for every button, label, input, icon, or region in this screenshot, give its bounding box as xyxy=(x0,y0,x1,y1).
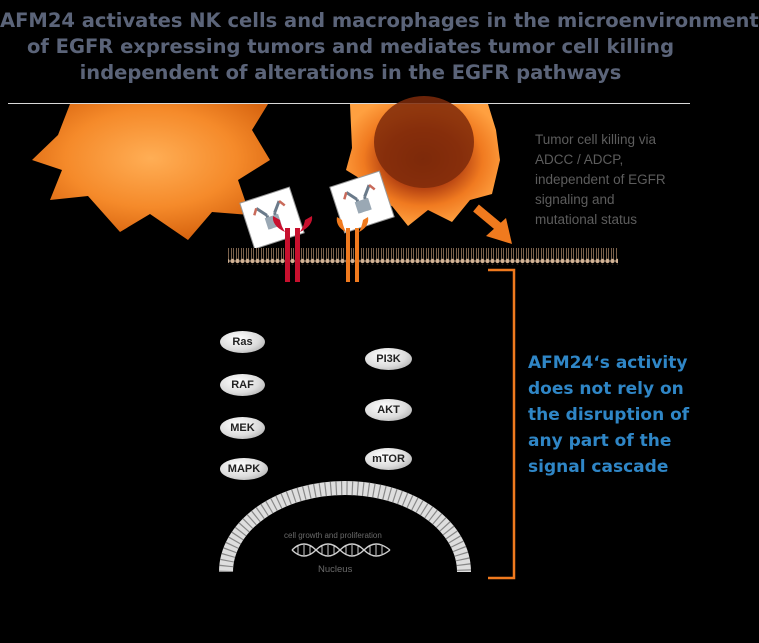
egfr-receptor xyxy=(272,216,313,282)
ras-node: Ras xyxy=(220,331,265,353)
note-line: Tumor cell killing via xyxy=(535,132,657,147)
nucleus-caption: cell growth and proliferation xyxy=(284,531,382,540)
note-line: signaling and xyxy=(535,192,615,207)
cell-membrane xyxy=(228,248,618,265)
note-line: mutational status xyxy=(535,212,638,227)
mapk-node: MAPK xyxy=(220,458,268,480)
nucleus-envelope xyxy=(219,481,471,573)
nk-cell xyxy=(32,104,270,240)
note-line: ADCC / ADCP, xyxy=(535,152,624,167)
nucleus-label: Nucleus xyxy=(318,564,353,575)
note-line: independent of EGFR xyxy=(535,172,666,187)
title-divider xyxy=(8,103,690,104)
raf-node: RAF xyxy=(220,374,265,396)
title-line: independent of alterations in the EGFR p… xyxy=(79,61,622,84)
activity-line: the disruption of xyxy=(528,405,690,425)
mek-node: MEK xyxy=(220,417,265,439)
title-line: of EGFR expressing tumors and mediates t… xyxy=(26,35,675,58)
activity-statement: AFM24‘s activity does not rely on the di… xyxy=(528,350,700,480)
killing-arrow xyxy=(473,204,512,244)
dna-icon xyxy=(291,543,391,557)
activity-line: signal cascade xyxy=(528,457,669,477)
activity-line: does not rely on xyxy=(528,379,684,399)
mtor-node: mTOR xyxy=(365,448,412,470)
page-title: AFM24 activates NK cells and macrophages… xyxy=(0,8,759,86)
diagram-canvas: AFM24 activates NK cells and macrophages… xyxy=(0,8,759,580)
afm24-antibody xyxy=(239,170,395,250)
activity-line: any part of the xyxy=(528,431,672,451)
akt-node: AKT xyxy=(365,399,412,421)
illustration xyxy=(32,96,618,580)
title-line: AFM24 activates NK cells and macrophages… xyxy=(0,9,759,32)
activity-line: AFM24‘s activity xyxy=(528,353,688,373)
cascade-bracket xyxy=(488,268,516,580)
killing-description: Tumor cell killing via ADCC / ADCP, inde… xyxy=(535,130,695,230)
cd16a-receptor xyxy=(336,217,369,282)
pi3k-node: PI3K xyxy=(365,348,412,370)
